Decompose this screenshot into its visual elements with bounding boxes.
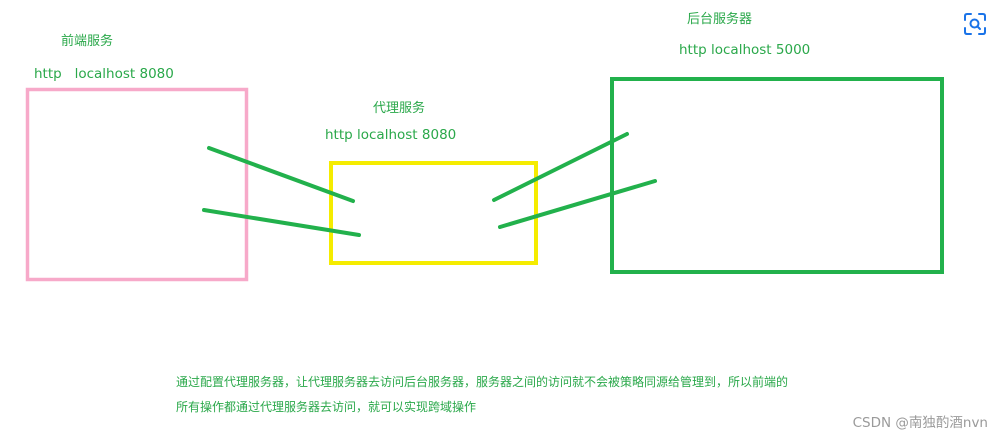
frontend-url: http localhost 8080	[34, 66, 174, 82]
frontend-box	[25, 87, 249, 282]
connector-line	[492, 132, 629, 202]
connector-line	[498, 179, 657, 229]
proxy-box	[329, 161, 538, 265]
connector-line	[202, 208, 361, 237]
backend-url: http localhost 5000	[679, 42, 811, 58]
frontend-title: 前端服务	[61, 34, 114, 49]
connector-line	[207, 146, 355, 203]
scan-icon[interactable]	[963, 12, 987, 36]
caption-line-2: 所有操作都通过代理服务器去访问，就可以实现跨域操作	[176, 400, 477, 414]
caption-line-1: 通过配置代理服务器，让代理服务器去访问后台服务器，服务器之间的访问就不会被策略同…	[176, 375, 789, 389]
watermark: CSDN @南独酌酒nvn	[852, 415, 988, 431]
backend-box	[610, 77, 944, 274]
backend-title: 后台服务器	[687, 12, 753, 27]
proxy-title: 代理服务	[373, 101, 426, 116]
proxy-url: http localhost 8080	[325, 127, 457, 143]
